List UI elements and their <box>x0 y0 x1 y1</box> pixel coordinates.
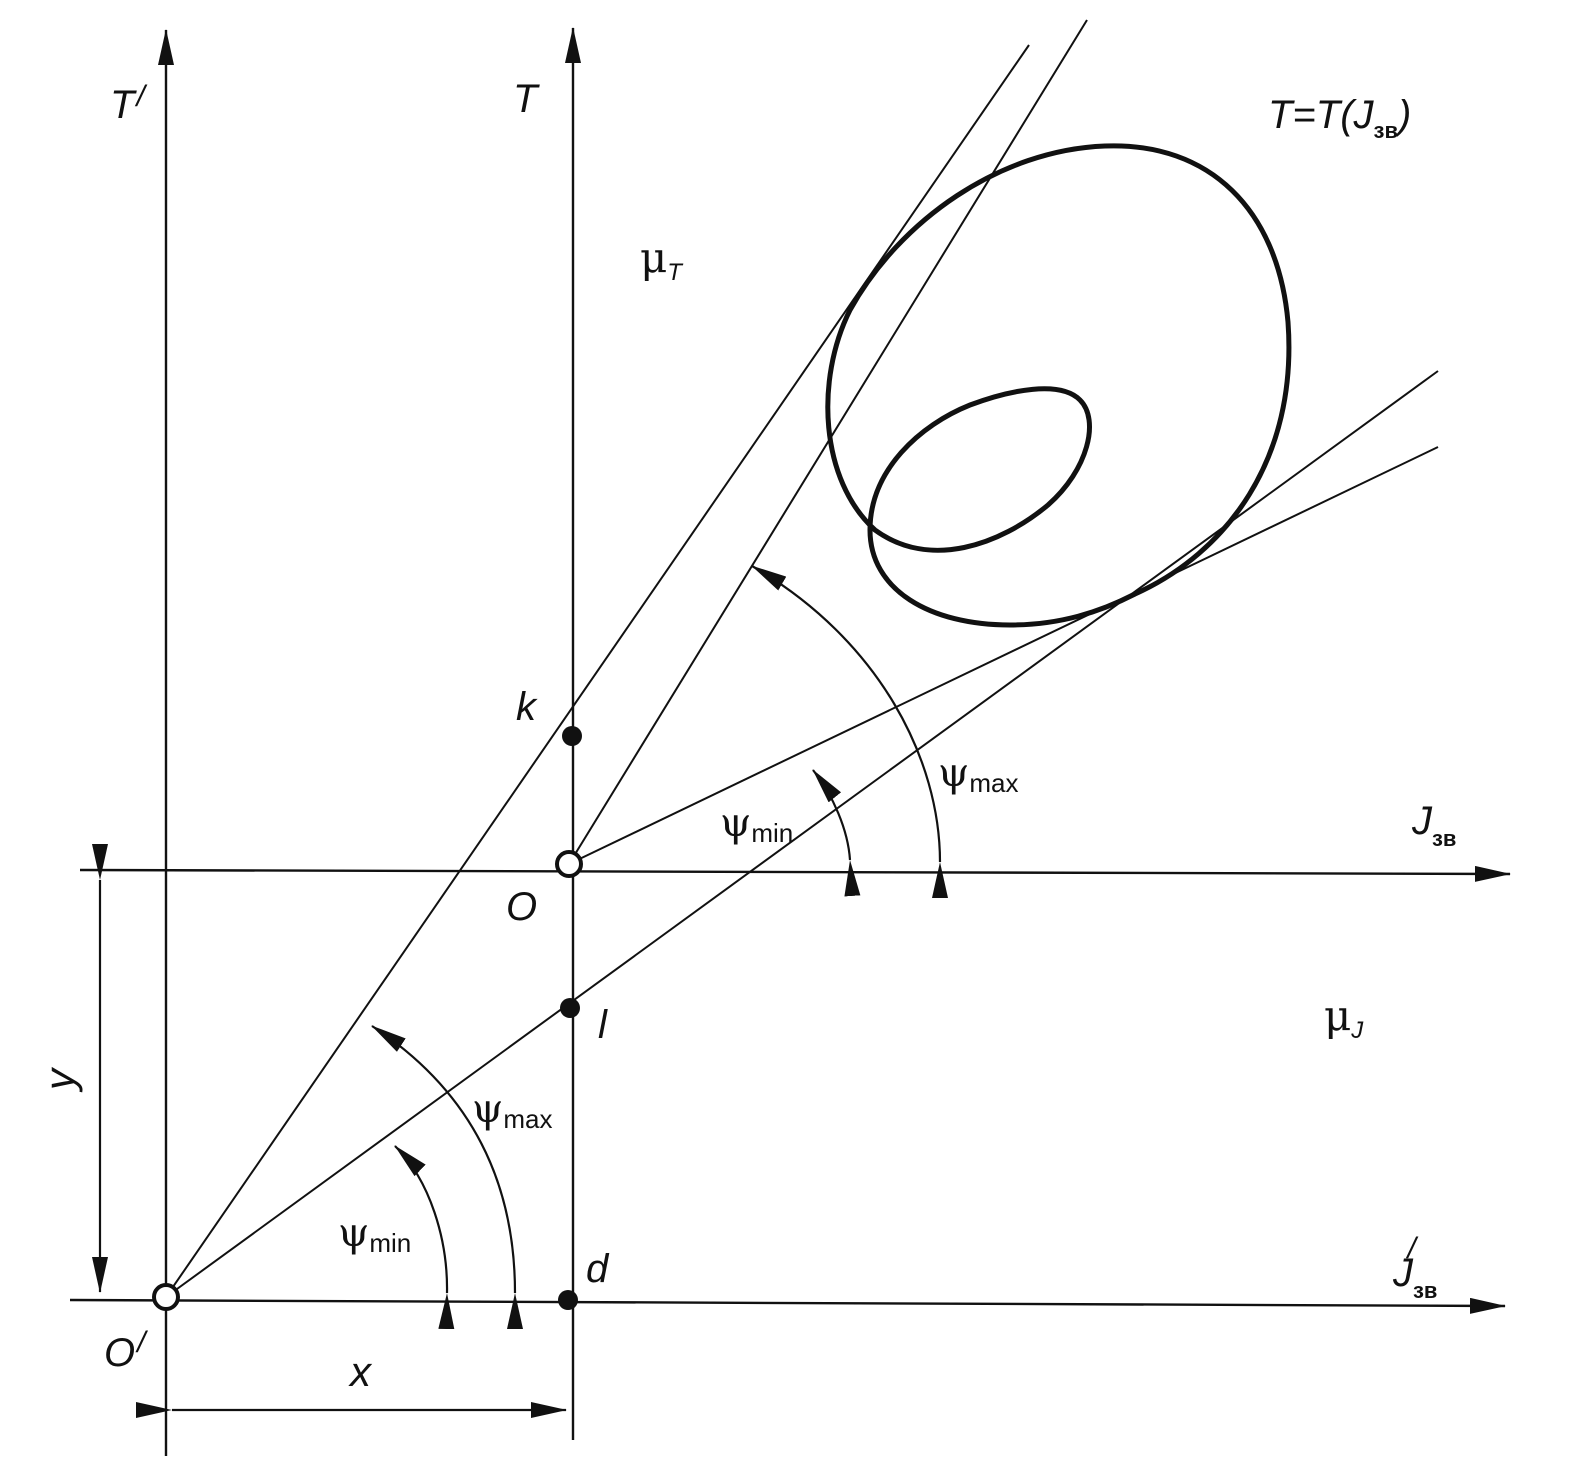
t-of-j-curve <box>825 143 1292 628</box>
psi-min-lower-label: ψmin <box>338 1210 411 1258</box>
psi-min-upper-label: ψmin <box>720 800 793 848</box>
line-oprime-min <box>165 370 1439 1298</box>
point-origin-prime <box>152 1283 180 1311</box>
t-prime-axis-label: T/ <box>110 80 147 127</box>
point-k <box>562 726 582 746</box>
arc-psi-min-upper <box>812 769 861 897</box>
j-prime-axis-label: Jзв/ <box>1392 1232 1437 1303</box>
j-axis <box>79 865 1511 882</box>
dim-y-label: y <box>36 1066 83 1093</box>
arc-psi-max-upper <box>751 565 949 899</box>
point-l-label: l <box>598 1003 608 1047</box>
line-o-min <box>568 446 1439 865</box>
mu-t-label: μT <box>640 233 684 286</box>
line-o-max <box>568 19 1088 865</box>
point-origin <box>555 850 583 878</box>
point-k-label: k <box>516 685 538 729</box>
origin-prime-label: O/ <box>104 1326 148 1375</box>
point-d-label: d <box>586 1247 610 1291</box>
psi-max-upper-label: ψmax <box>938 750 1019 798</box>
origin-label: O <box>506 885 537 929</box>
point-d <box>558 1290 578 1310</box>
arc-psi-max-lower <box>371 1025 524 1330</box>
j-prime-axis <box>69 1297 1506 1314</box>
dim-x-label: x <box>348 1348 373 1395</box>
curve-label: T=T(Jзв) <box>1268 93 1411 143</box>
arc-psi-min-lower <box>394 1145 455 1330</box>
line-oprime-max <box>165 44 1030 1298</box>
point-l <box>560 998 580 1018</box>
mu-j-label: μJ <box>1324 991 1364 1044</box>
t-axis-label: T <box>513 77 540 121</box>
j-axis-label: Jзв <box>1411 799 1456 851</box>
psi-max-lower-label: ψmax <box>472 1086 553 1134</box>
